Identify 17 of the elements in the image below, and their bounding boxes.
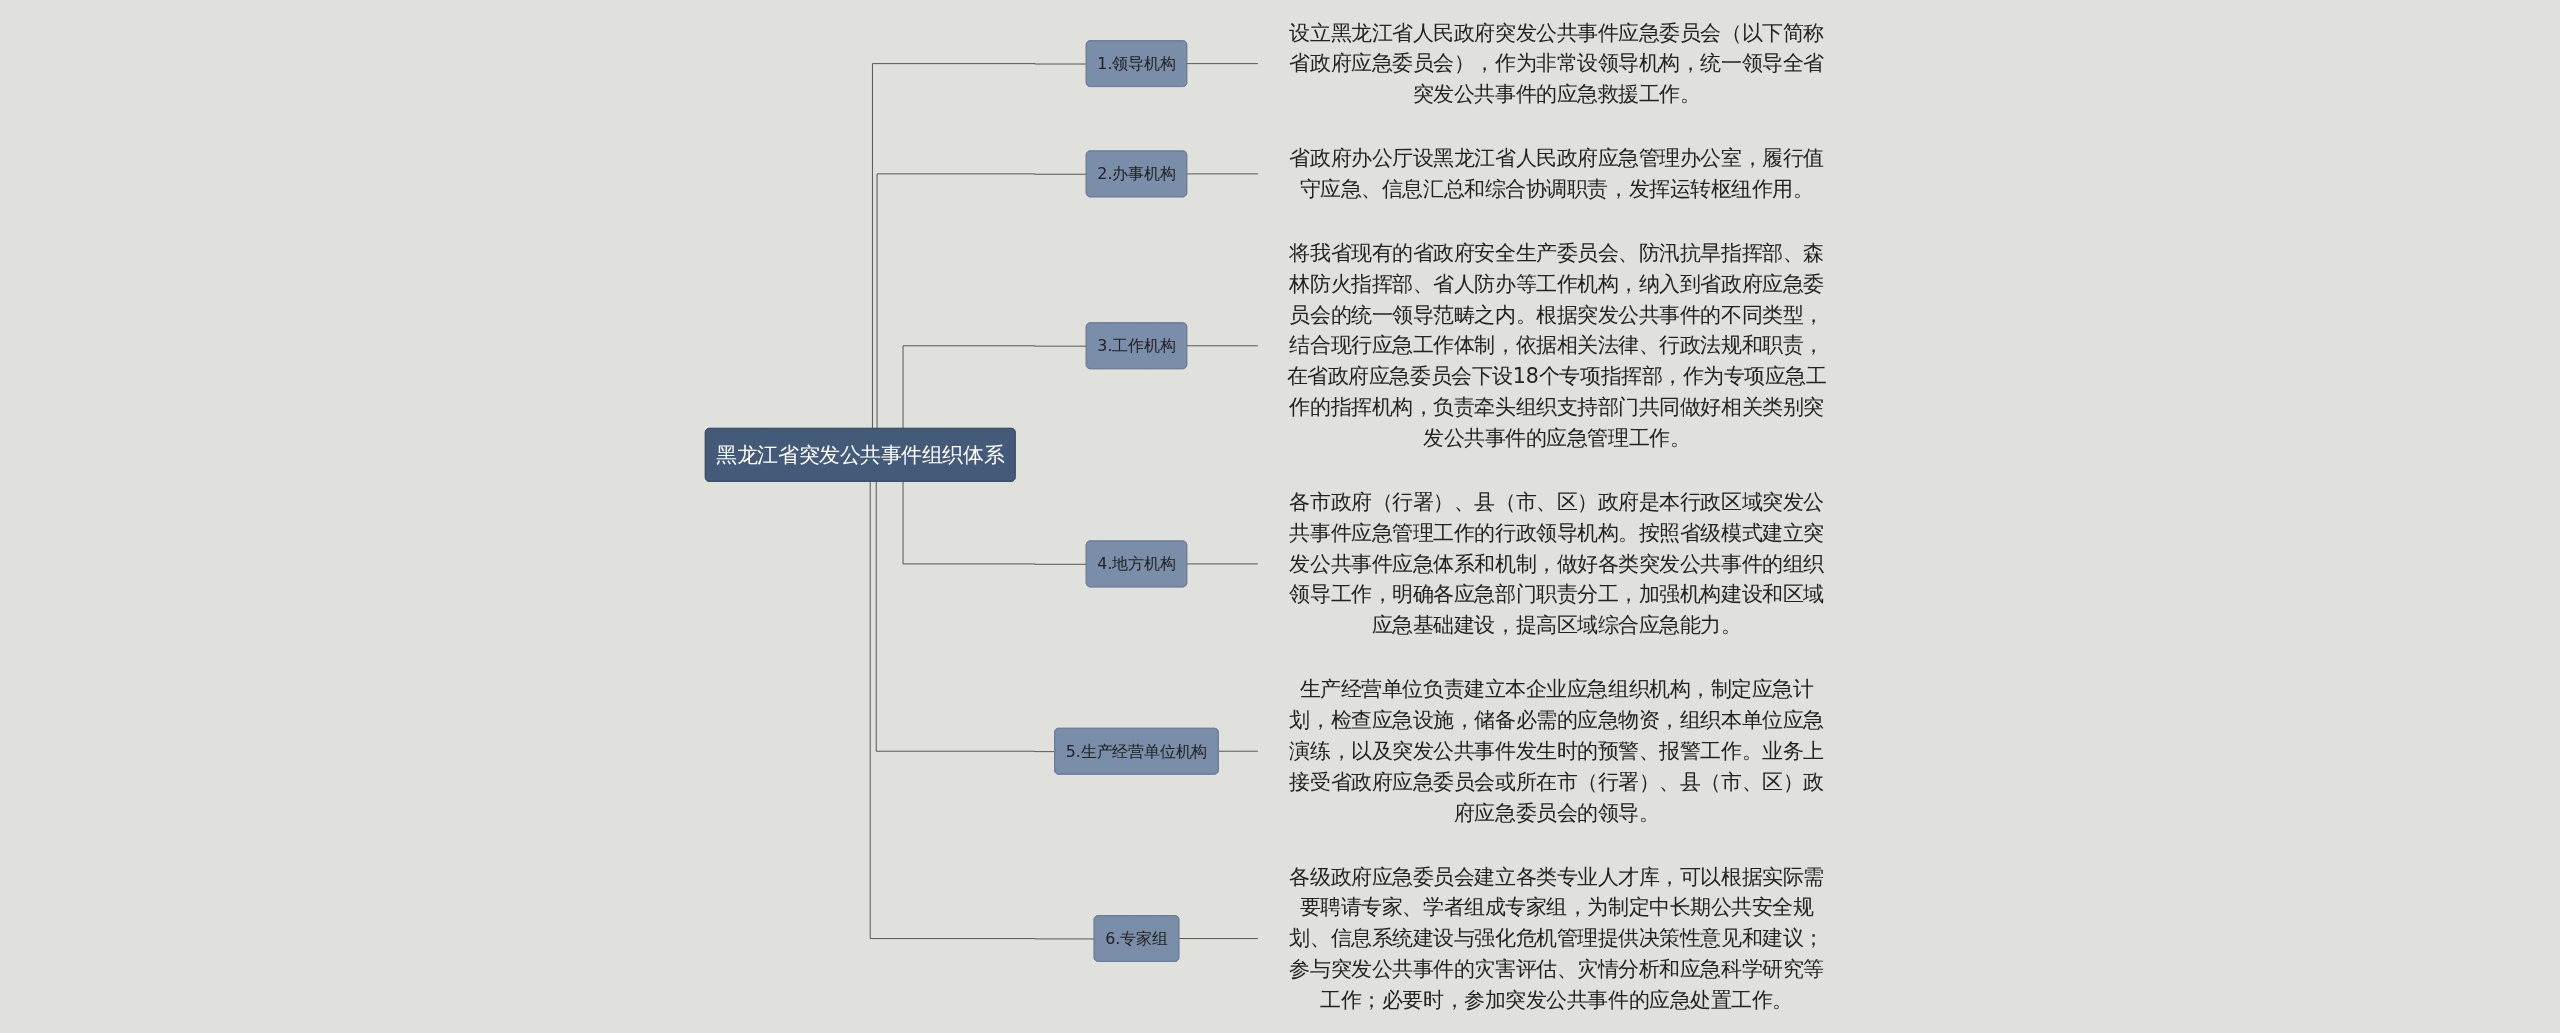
node-text: 各市政府（行署）、县（市、区）政府是本行政区域突发公共事件应急管理工作的行政领导机构。按照省级模式建立突发公共事件应急体系和机制，做好各类突发公共事件的组织领导工作，明确各应急部门职责分工，加强机构建设和区域应急基础建设，提高区域综合应急能力。 [1289,490,1824,638]
node-text: 各级政府应急委员会建立各类专业人才库，可以根据实际需要聘请专家、学者组成专家组，为制定中长期公共安全规划、信息系统建设与强化危机管理提供决策性意见和建议；参与突发公共事件的灾害评估、灾情分析和应急科学研究等工作；必要时，参加突发公共事件的应急处置工作。 [1289,864,1824,1012]
connector [1178,938,1258,940]
connector [876,173,1087,430]
node-text: 设立黑龙江省人民政府突发公共事件应急委员会（以下简称省政府应急委员会），作为非常设领导机构，统一领导全省突发公共事件的应急救援工作。 [1289,20,1824,106]
connector [902,481,1087,565]
connector [875,481,1056,752]
connector [869,481,1095,940]
connector [1186,173,1258,175]
node-text: 将我省现有的省政府安全生产委员会、防汛抗旱指挥部、森林防火指挥部、省人防办等工作机构，纳入到省政府应急委员会的统一领导范畴之内。根据突发公共事件的不同类型，结合现行应急工作体制，依据相关法律、行政法规和职责，在省政府应急委员会下设18个专项指挥部，作为专项应急工作的指挥机构，负责牵头组织支持部门共同做好相关类别突发公共事件的应急管理工作。 [1286,241,1827,450]
connector [1218,750,1258,752]
node-text: 生产经营单位负责建立本企业应急组织机构，制定应急计划，检查应急设施，储备必需的应急物资，组织本单位应急演练，以及突发公共事件发生时的预警、报警工作。业务上接受省政府应急委员会或所在市（行署）、县（市、区）政府应急委员会的领导。 [1289,677,1824,825]
connector [1186,345,1258,347]
node-text: 省政府办公厅设黑龙江省人民政府应急管理办公室，履行值守应急、信息汇总和综合协调职责，发挥运转枢纽作用。 [1289,146,1824,201]
connector [902,345,1087,430]
connector [1186,63,1258,65]
connector [871,63,1087,430]
